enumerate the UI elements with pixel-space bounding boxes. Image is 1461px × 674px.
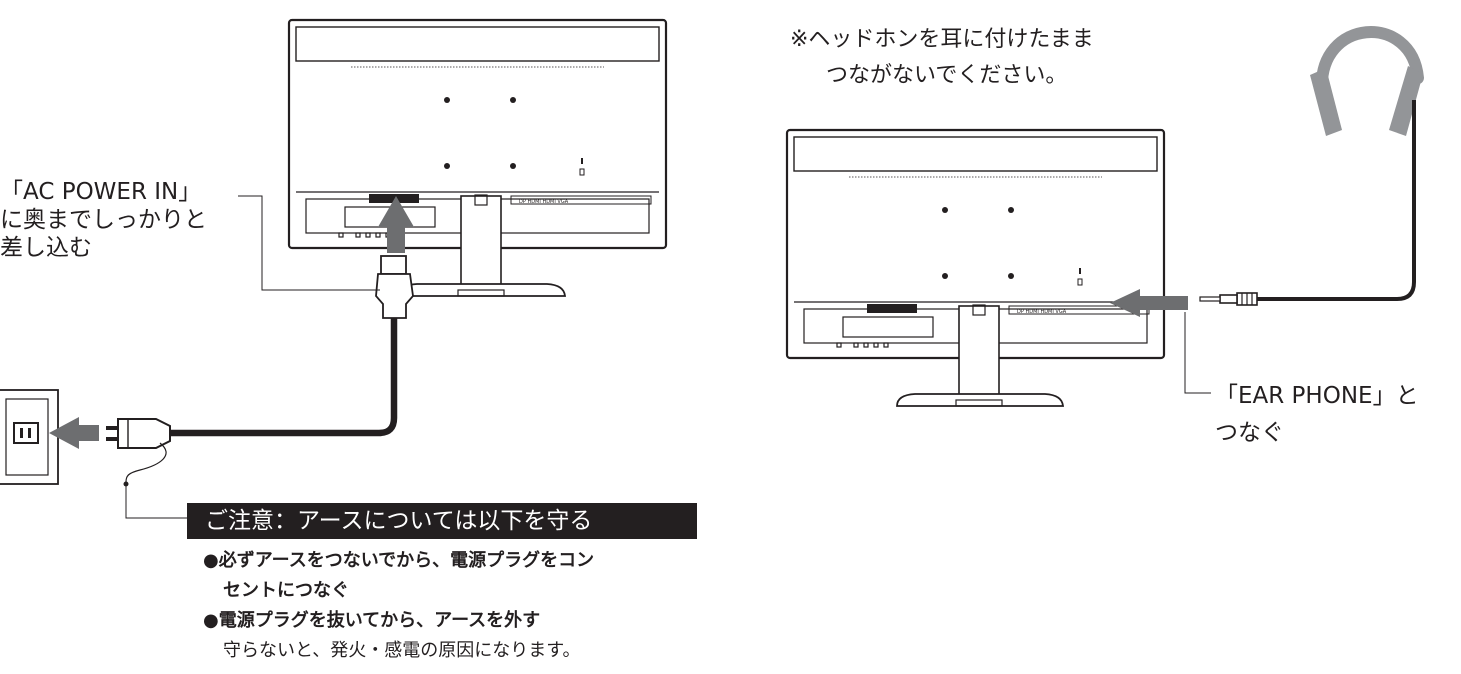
earphone-jack [1199, 292, 1258, 306]
earphone-arrow [1110, 289, 1188, 317]
ac-label-line3: 差し込む [0, 235, 92, 261]
headphone-cable [1256, 100, 1416, 301]
ac-label-line1: 「AC POWER IN」 [0, 179, 202, 205]
plug-arrow [49, 417, 99, 449]
monitor-left [287, 18, 668, 298]
ac-power-arrow [378, 196, 414, 253]
power-plug [106, 418, 171, 449]
caution-title: ご注意：アースについては以下を守る [187, 503, 697, 539]
ac-power-in-label: 「AC POWER IN」 に奥までしっかりと 差し込む [0, 178, 207, 262]
ear-phone-label: 「EAR PHONE」と つなぐ [1215, 378, 1419, 452]
leader-lines [125, 195, 1211, 519]
ear-label-line2: つなぐ [1215, 420, 1284, 446]
caution-item1-line1: ●必ずアースをつないでから、電源プラグをコン [203, 550, 595, 571]
ground-wire [125, 442, 167, 483]
headphone-note-line1: ※ヘッドホンを耳に付けたまま [790, 27, 1094, 52]
headphone-note-line2: つながないでください。 [826, 63, 1068, 88]
wall-outlet [0, 389, 59, 485]
ear-label-line1: 「EAR PHONE」と [1215, 383, 1419, 409]
caution-item2: ●電源プラグを抜いてから、アースを外す [203, 610, 541, 631]
caution-note: 守らないと、発火・感電の原因になります。 [223, 640, 581, 661]
headphone-warning-note: ※ヘッドホンを耳に付けたまま つながないでください。 [790, 22, 1094, 94]
power-cable [166, 318, 398, 437]
ac-power-connector [375, 255, 414, 319]
caution-item1-line2: セントにつなぐ [223, 580, 349, 601]
ac-label-line2: に奥までしっかりと [0, 207, 207, 233]
caution-box: ご注意：アースについては以下を守る ●必ずアースをつないでから、電源プラグをコン… [187, 503, 697, 674]
headphone-icon [1310, 26, 1424, 136]
monitor-right [785, 128, 1166, 408]
